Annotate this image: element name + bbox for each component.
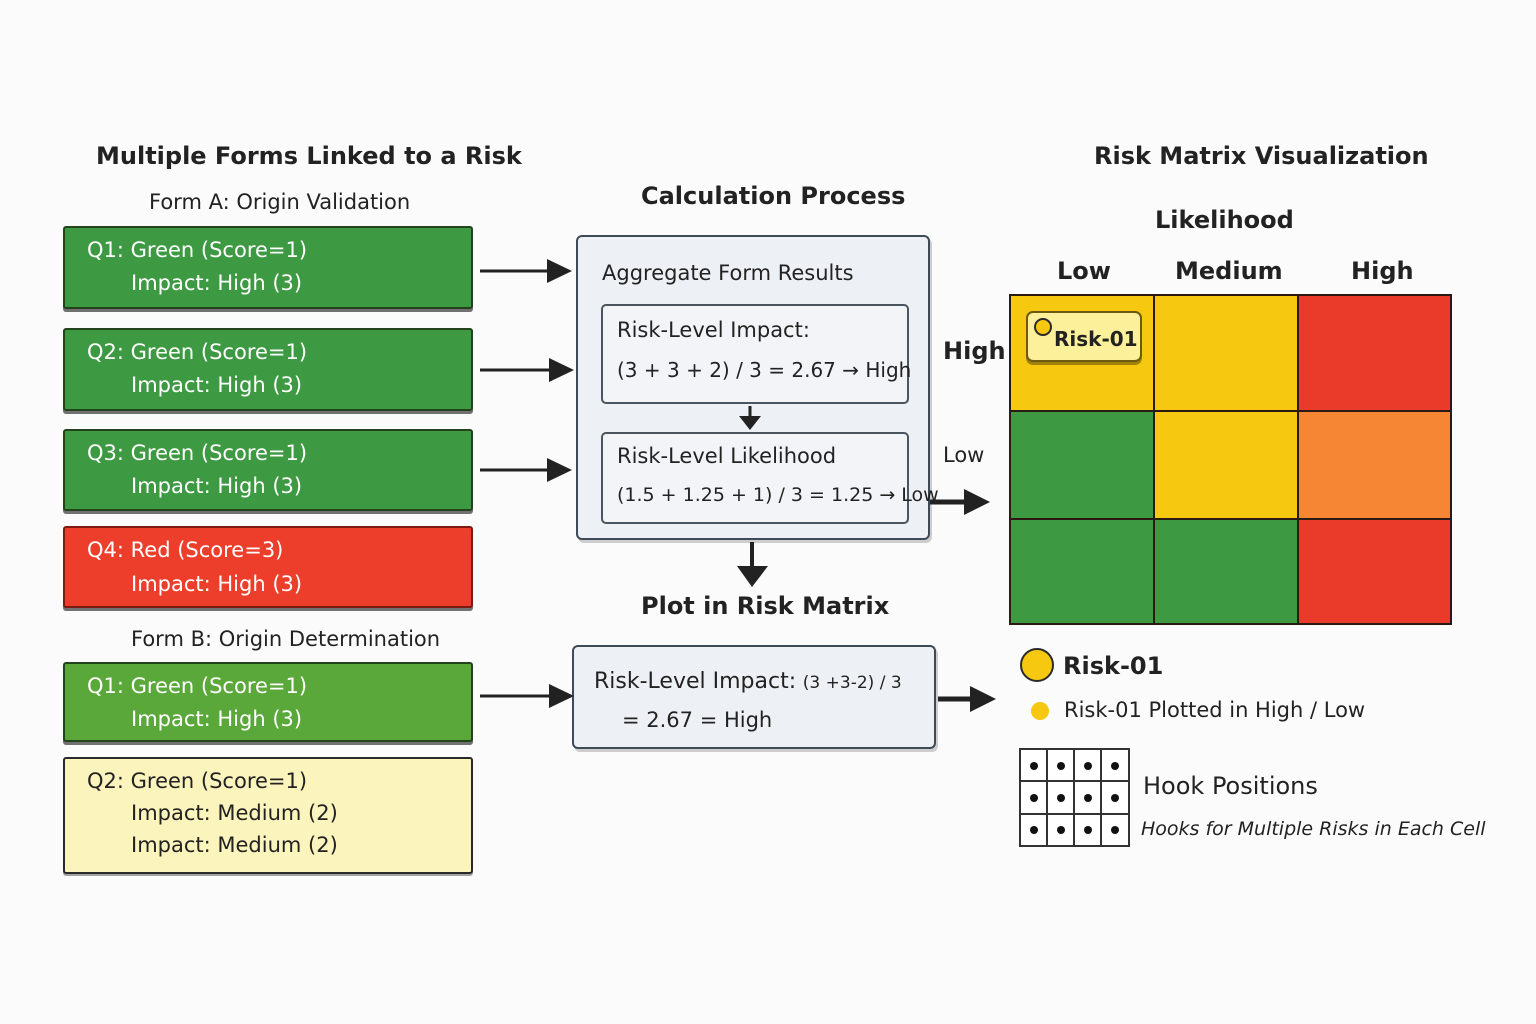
row-label-low: Low [943,443,985,467]
form-a-title: Form A: Origin Validation [149,190,411,214]
card-line: Q4: Red (Score=3) [87,538,284,562]
form-a-q2-card: Q2: Green (Score=1) Impact: High (3) [63,328,473,411]
risk-legend-circle [1020,648,1054,682]
card-line: Impact: High (3) [131,572,303,596]
col-label-high: High [1351,257,1414,285]
card-line: Impact: High (3) [131,707,303,731]
card-line: Q1: Green (Score=1) [87,238,308,262]
plotted-dot [1031,702,1049,720]
card-line: Q2: Green (Score=1) [87,769,308,793]
risk-01-marker[interactable]: Risk-01 [1026,311,1142,362]
form-a-q4-card: Q4: Red (Score=3) Impact: High (3) [63,526,473,608]
form-b-q1-card: Q1: Green (Score=1) Impact: High (3) [63,662,473,742]
impact-title: Risk-Level Impact: [617,318,810,342]
card-line: Impact: Medium (2) [131,833,338,857]
card-line: Impact: High (3) [131,373,303,397]
risk-marker-dot [1034,318,1052,336]
matrix-title: Risk Matrix Visualization [1094,142,1429,170]
plot-box: Risk-Level Impact: (3 +3-2) / 3 = 2.67 =… [572,645,936,749]
col-label-low: Low [1057,257,1111,285]
hook-subtitle: Hooks for Multiple Risks in Each Cell [1141,818,1486,840]
plot-box-formula: (3 +3-2) / 3 [802,673,902,693]
card-line: Q3: Green (Score=1) [87,441,308,465]
arrow-heads [547,259,996,712]
risk-legend-label: Risk-01 [1063,652,1164,680]
risk-marker-label: Risk-01 [1054,327,1138,351]
form-a-q1-card: Q1: Green (Score=1) Impact: High (3) [63,226,473,309]
likelihood-formula: (1.5 + 1.25 + 1) / 3 = 1.25 → Low [617,484,939,506]
matrix-cell [1153,518,1299,625]
impact-box: Risk-Level Impact: (3 + 3 + 2) / 3 = 2.6… [601,304,912,404]
aggregate-title: Aggregate Form Results [602,261,854,285]
card-line: Impact: Medium (2) [131,801,338,825]
plot-title: Plot in Risk Matrix [641,592,890,620]
likelihood-axis-title: Likelihood [1155,206,1294,234]
card-line: Q1: Green (Score=1) [87,674,308,698]
plotted-text: Risk-01 Plotted in High / Low [1064,698,1366,722]
matrix-cell [1297,518,1452,625]
matrix-cell [1297,294,1452,412]
forms-section-title: Multiple Forms Linked to a Risk [96,142,522,170]
likelihood-box: Risk-Level Likelihood (1.5 + 1.25 + 1) /… [601,432,939,524]
plot-box-line2: = 2.67 = High [622,708,773,732]
plot-box-title: Risk-Level Impact: [594,669,797,694]
arrow-icon [480,269,972,702]
impact-formula: (3 + 3 + 2) / 3 = 2.67 → High [617,358,912,382]
card-line: Impact: High (3) [131,474,303,498]
likelihood-title: Risk-Level Likelihood [617,444,837,468]
form-b-title: Form B: Origin Determination [131,627,441,651]
plot-box-line1: Risk-Level Impact: (3 +3-2) / 3 [594,669,902,694]
row-label-high: High [943,337,1006,365]
form-b-q2-card: Q2: Green (Score=1) Impact: Medium (2) I… [63,757,473,874]
col-label-medium: Medium [1175,257,1283,285]
hook-grid-icon [1019,748,1130,847]
form-a-q3-card: Q3: Green (Score=1) Impact: High (3) [63,429,473,511]
hook-title: Hook Positions [1143,772,1318,800]
card-line: Q2: Green (Score=1) [87,340,308,364]
calculation-title: Calculation Process [641,182,906,210]
card-line: Impact: High (3) [131,271,303,295]
aggregate-panel: Aggregate Form Results Risk-Level Impact… [576,235,939,540]
